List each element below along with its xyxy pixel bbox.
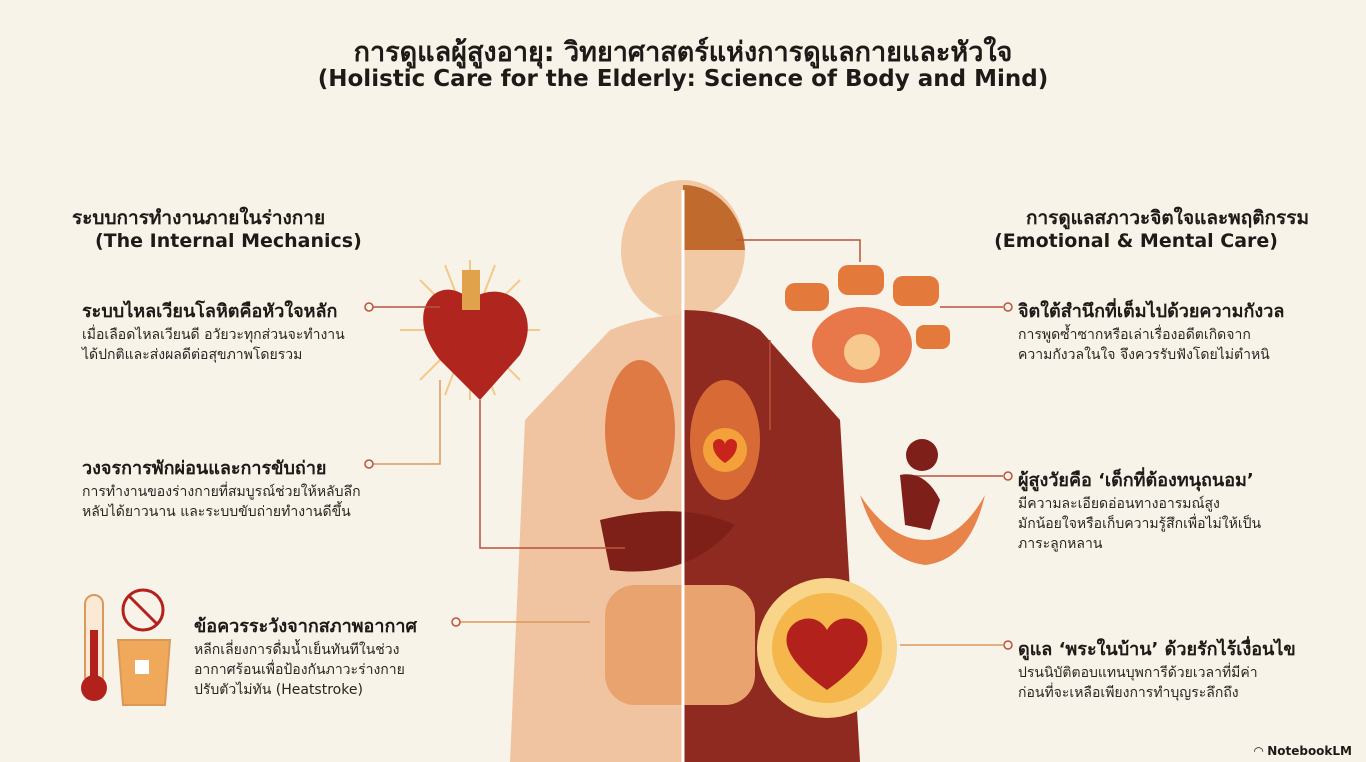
item-desc: ความกังวลในใจ จึงควรรับฟังโดยไม่ตำหนิ — [1018, 347, 1270, 363]
left-item-circulation: ระบบไหลเวียนโลหิตคือหัวใจหลัก เมื่อเลือด… — [82, 296, 345, 365]
intestine-icon — [605, 585, 755, 705]
item-desc: ปรับตัวไม่ทัน (Heatstroke) — [194, 682, 363, 698]
item-title: ผู้สูงวัยคือ ‘เด็กที่ต้องทนุถนอม’ — [1018, 470, 1254, 491]
right-section-heading-en: (Emotional & Mental Care) — [994, 230, 1278, 252]
left-item-weather: ข้อควรระวังจากสภาพอากาศ หลีกเลี่ยงการดื่… — [194, 611, 417, 700]
item-desc: หลีกเลี่ยงการดื่มน้ำเย็นทันทีในช่วง — [194, 642, 400, 658]
item-desc: มีความละเอียดอ่อนทางอารมณ์สูง — [1018, 496, 1220, 512]
item-desc: ปรนนิบัติตอบแทนบุพการีด้วยเวลาที่มีค่า — [1018, 665, 1258, 681]
item-desc: อากาศร้อนเพื่อป้องกันภาวะร่างกาย — [194, 662, 405, 678]
item-title: จิตใต้สำนึกที่เต็มไปด้วยความกังวล — [1018, 301, 1285, 322]
right-item-anxiety: จิตใต้สำนึกที่เต็มไปด้วยความกังวล การพูด… — [1018, 296, 1284, 365]
item-desc: มักน้อยใจหรือเก็บความรู้สึกเพื่อไม่ให้เป… — [1018, 516, 1262, 532]
item-desc: ได้ปกติและส่งผลดีต่อสุขภาพโดยรวม — [82, 347, 303, 363]
item-title: ข้อควรระวังจากสภาพอากาศ — [194, 616, 417, 637]
page-title: การดูแลผู้สูงอายุ: วิทยาศาสตร์แห่งการดูแ… — [353, 37, 1013, 68]
right-section-heading: การดูแลสภาวะจิตใจและพฤติกรรม — [1025, 207, 1309, 229]
brand-logo: ◠ NotebookLM — [1254, 744, 1352, 758]
glowing-heart-icon — [757, 578, 897, 718]
right-item-child: ผู้สูงวัยคือ ‘เด็กที่ต้องทนุถนอม’ มีความ… — [1018, 465, 1261, 554]
item-desc: ภาระลูกหลาน — [1018, 536, 1103, 552]
item-title: วงจรการพักผ่อนและการขับถ่าย — [82, 458, 327, 479]
page-subtitle: (Holistic Care for the Elderly: Science … — [317, 66, 1049, 92]
notebooklm-icon: ◠ — [1253, 744, 1264, 758]
left-section-heading: ระบบการทำงานภายในร่างกาย — [72, 207, 326, 229]
item-desc: หลับได้ยาวนาน และระบบขับถ่ายทำงานดีขึ้น — [82, 504, 351, 520]
item-desc: ก่อนที่จะเหลือเพียงการทำบุญระลึกถึง — [1018, 685, 1239, 701]
left-section-heading-en: (The Internal Mechanics) — [95, 230, 362, 252]
worried-brain-icon — [785, 265, 950, 383]
right-item-unconditional-love: ดูแล ‘พระในบ้าน’ ด้วยรักไร้เงื่อนไข ปรนน… — [1018, 634, 1296, 703]
brand-name: NotebookLM — [1267, 744, 1352, 758]
left-item-rest-excretion: วงจรการพักผ่อนและการขับถ่าย การทำงานของร… — [82, 453, 361, 522]
anatomical-heart-icon — [423, 270, 528, 400]
liver-icon — [600, 511, 735, 572]
speech-bubble-icon — [785, 265, 950, 349]
thermometer-icon — [81, 594, 107, 701]
child-in-hands-icon — [860, 439, 985, 565]
lung-icon — [605, 360, 675, 500]
item-desc: การทำงานของร่างกายที่สมบูรณ์ช่วยให้หลับล… — [82, 484, 361, 500]
item-title: ดูแล ‘พระในบ้าน’ ด้วยรักไร้เงื่อนไข — [1018, 639, 1296, 660]
item-desc: เมื่อเลือดไหลเวียนดี อวัยวะทุกส่วนจะทำงา… — [82, 327, 345, 343]
item-title: ระบบไหลเวียนโลหิตคือหัวใจหลัก — [82, 301, 338, 322]
item-desc: การพูดซ้ำซากหรือเล่าเรื่องอดีตเกิดจาก — [1018, 327, 1251, 343]
no-cold-drink-icon — [116, 588, 172, 706]
